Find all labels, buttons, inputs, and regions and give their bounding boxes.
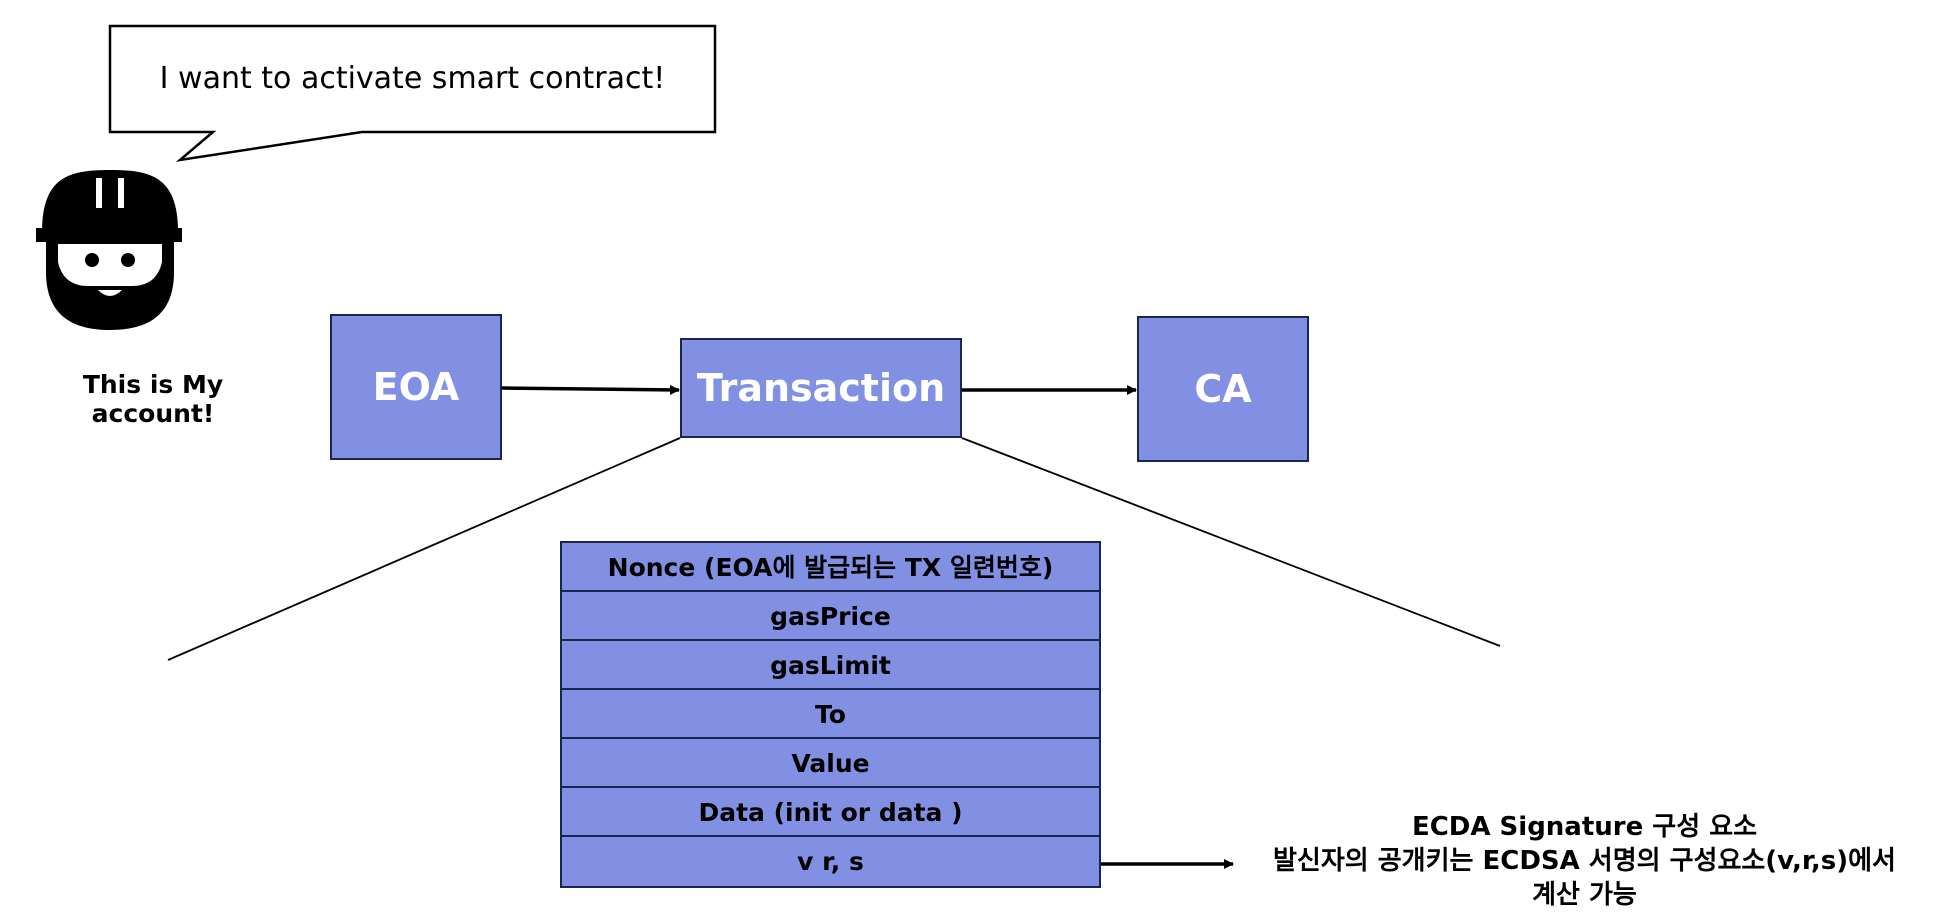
- signature-note-line2: 발신자의 공개키는 ECDSA 서명의 구성요소(v,r,s)에서: [1273, 846, 1896, 876]
- field-value: Value: [562, 739, 1099, 788]
- signature-note-title: ECDA Signature 구성 요소: [1411, 812, 1758, 842]
- zoom-line-left: [167, 437, 681, 661]
- speech-text: I want to activate smart contract!: [159, 61, 666, 96]
- account-label: This is My account!: [82, 370, 224, 428]
- ca-box: CA: [1137, 316, 1309, 462]
- eoa-to-transaction-arrow: [501, 384, 680, 395]
- signature-note: ECDA Signature 구성 요소 발신자의 공개키는 ECDSA 서명의…: [1228, 810, 1941, 912]
- eoa-box: EOA: [330, 314, 502, 460]
- field-data: Data (init or data ): [562, 788, 1099, 837]
- transaction-box: Transaction: [680, 338, 962, 438]
- field-nonce: Nonce (EOA에 발급되는 TX 일련번호): [562, 543, 1099, 592]
- speech-bubble: [108, 24, 717, 162]
- field-to: To: [562, 690, 1099, 739]
- signature-note-line3: 계산 가능: [1532, 880, 1637, 910]
- transaction-fields-table: Nonce (EOA에 발급되는 TX 일련번호) gasPrice gasLi…: [560, 541, 1101, 888]
- field-gas-limit: gasLimit: [562, 641, 1099, 690]
- field-gas-price: gasPrice: [562, 592, 1099, 641]
- zoom-line-right: [961, 437, 1501, 647]
- worker-helmet-icon: [36, 170, 182, 330]
- field-signature-vrs: v r, s: [562, 837, 1099, 886]
